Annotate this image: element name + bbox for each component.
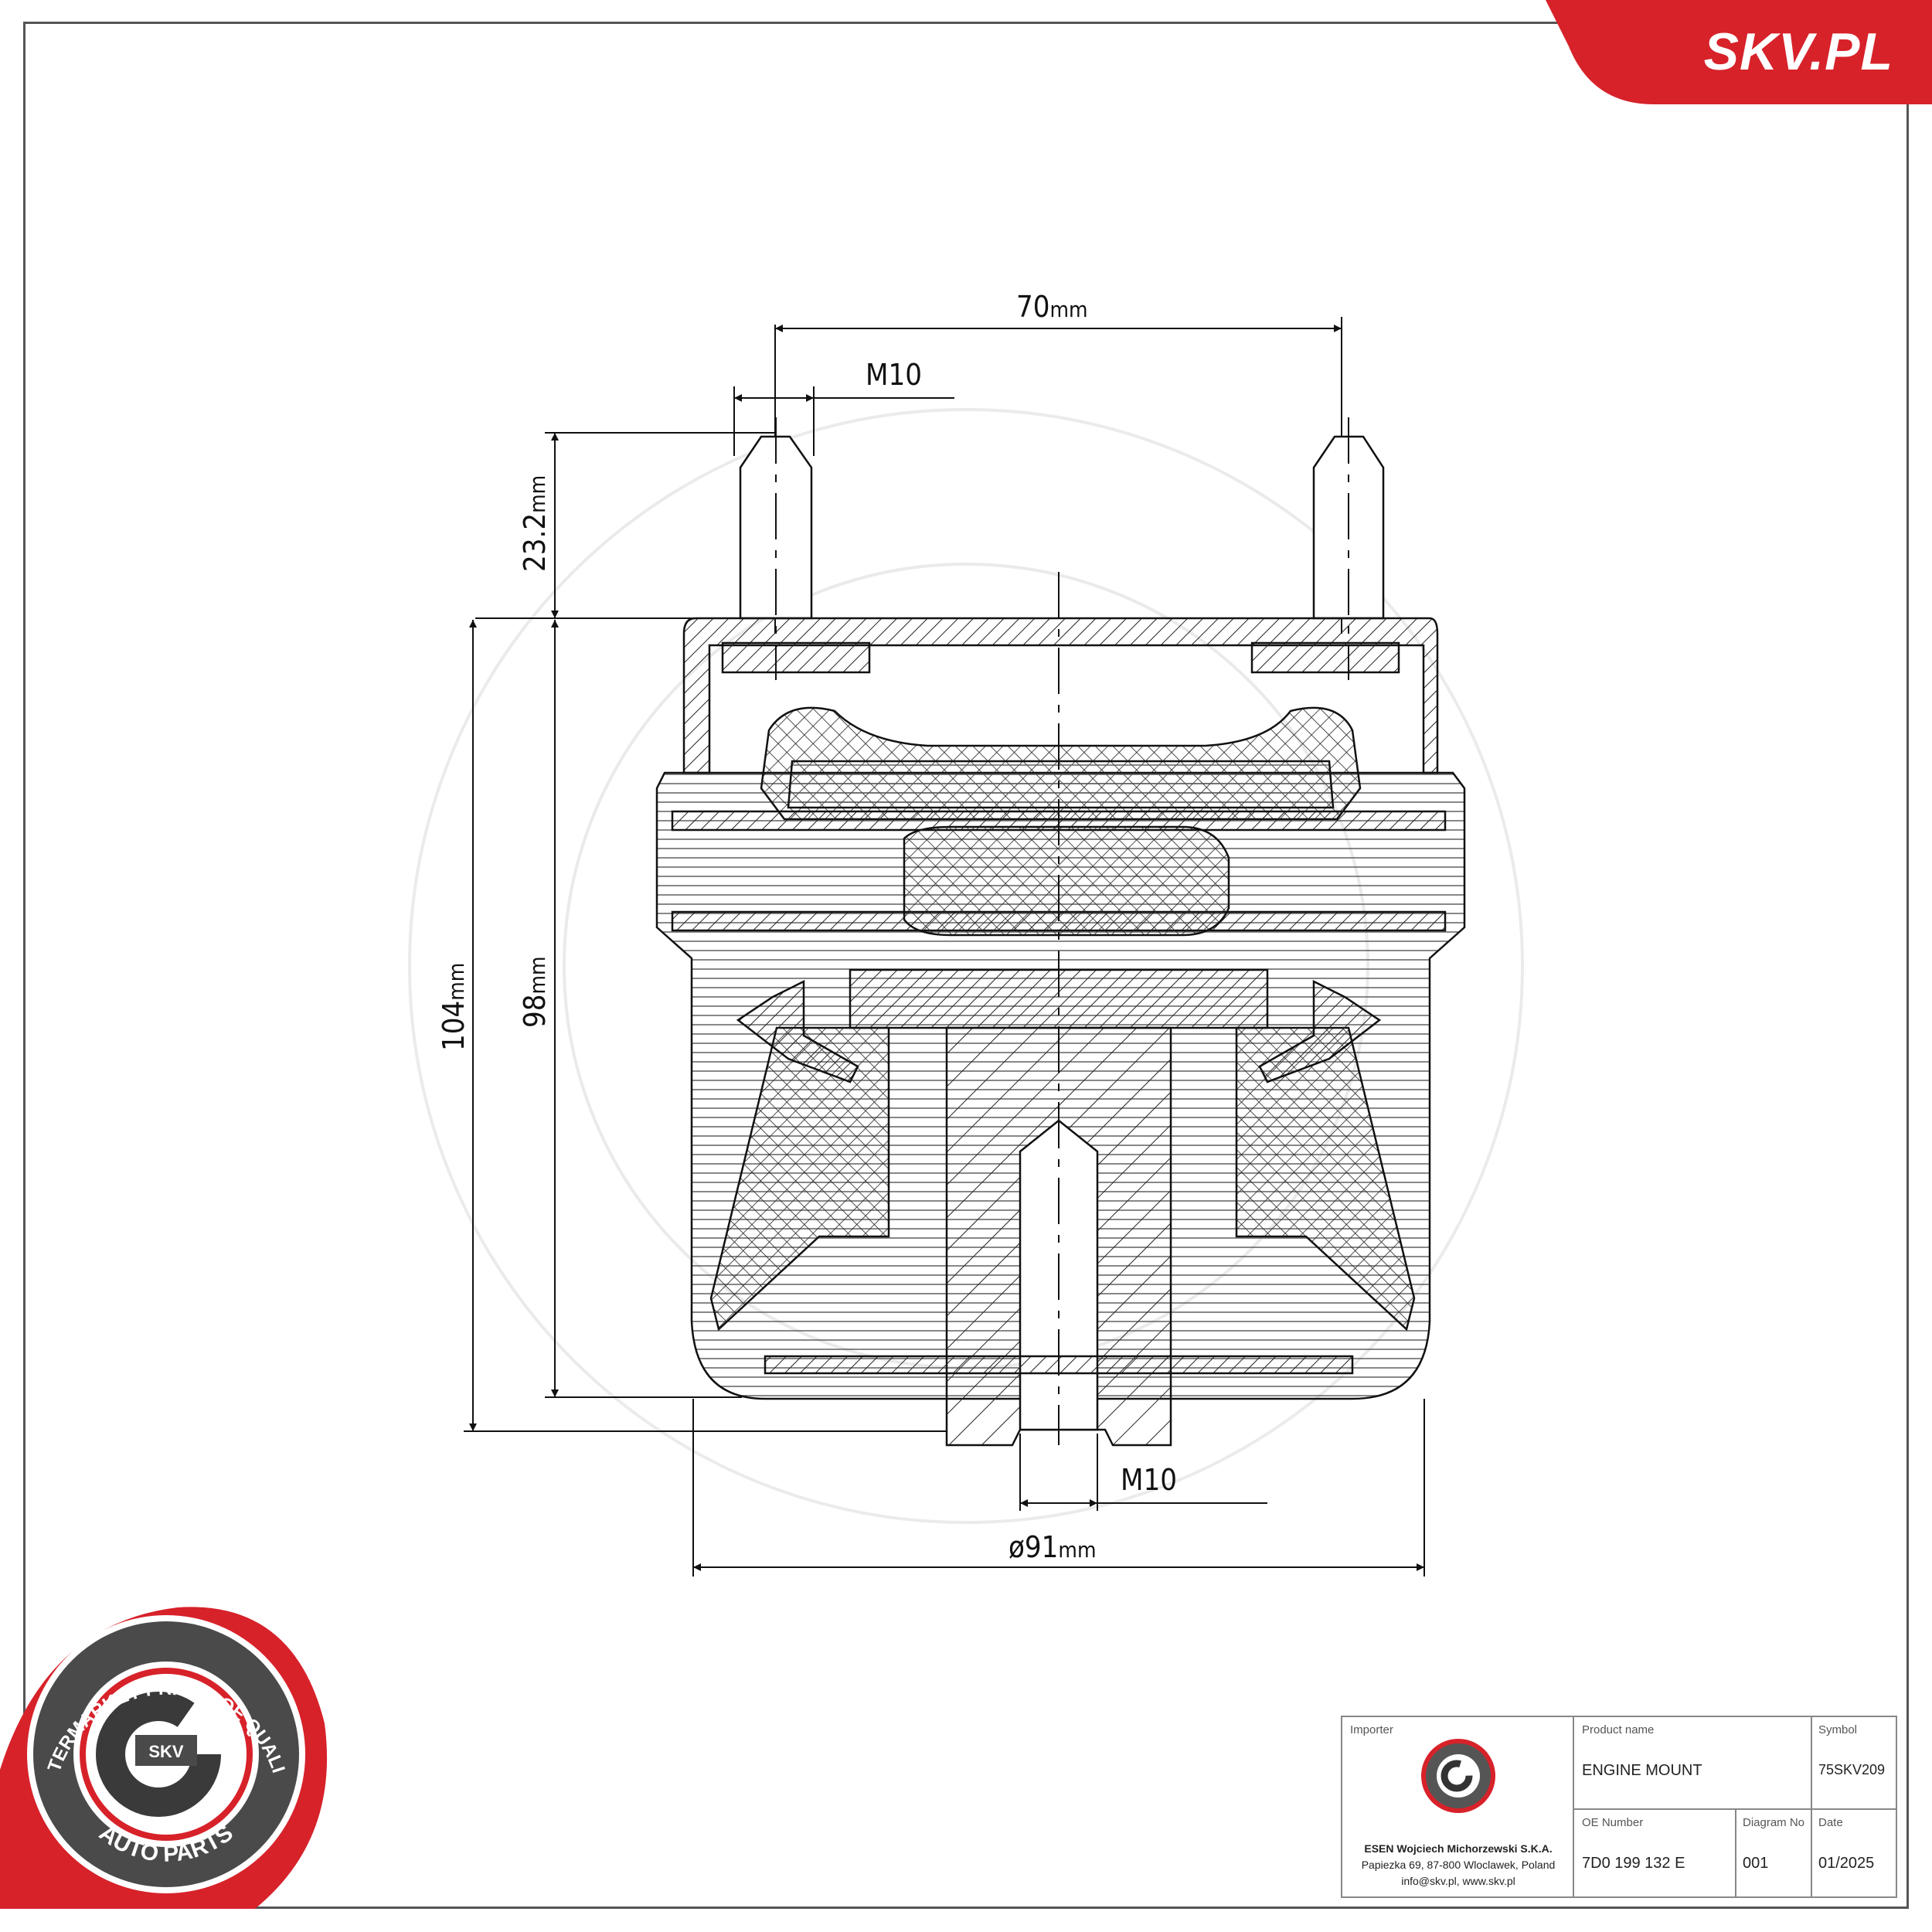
brand-site-name: SKV.PL <box>1703 22 1893 81</box>
date-value: 01/2025 <box>1818 1855 1875 1872</box>
center-lines <box>775 417 1349 1445</box>
importer-name: ESEN Wojciech Michorzewski S.K.A. <box>1364 1842 1553 1855</box>
dim-23-2: 23.2mm <box>518 475 552 572</box>
dim-98: 98mm <box>518 956 552 1028</box>
importer-address: Papiezka 69, 87-800 Wloclawek, Poland <box>1361 1859 1556 1871</box>
diagram-label: Diagram No <box>1743 1816 1805 1829</box>
skv-seal-logo: SKV <box>0 1607 328 1909</box>
seal-top-text: AFTERMARKET PRICE · OE QUALITY <box>0 0 289 1776</box>
importer-cell: Importer ESEN Wojciech Michorzewski S.K.… <box>1342 1717 1574 1896</box>
diagram-cell: Diagram No 001 <box>1736 1810 1812 1896</box>
symbol-label: Symbol <box>1818 1723 1858 1736</box>
importer-logo <box>1421 1739 1495 1813</box>
dim-70: 70mm <box>1016 290 1088 324</box>
engine-mount-section <box>655 435 1466 1447</box>
symbol-value: 75SKV209 <box>1818 1762 1886 1777</box>
product-label: Product name <box>1582 1723 1655 1736</box>
oe-label: OE Number <box>1582 1816 1644 1829</box>
importer-contact: info@skv.pl, www.skv.pl <box>1401 1875 1515 1887</box>
dim-104: 104mm <box>437 963 471 1051</box>
product-value: ENGINE MOUNT <box>1582 1762 1702 1779</box>
oe-cell: OE Number 7D0 199 132 E <box>1574 1810 1736 1896</box>
drawing-frame <box>23 22 1909 1909</box>
product-cell: Product name ENGINE MOUNT <box>1574 1717 1812 1810</box>
symbol-cell: Symbol 75SKV209 <box>1812 1717 1896 1810</box>
brand-badge <box>1546 0 1932 104</box>
svg-text:SKV: SKV <box>148 1742 184 1761</box>
date-cell: Date 01/2025 <box>1812 1810 1896 1896</box>
date-label: Date <box>1818 1816 1843 1829</box>
dim-bottom-m10: M10 <box>1121 1463 1177 1497</box>
title-block: Importer ESEN Wojciech Michorzewski S.K.… <box>1341 1716 1897 1898</box>
dimension-lines <box>464 317 1425 1577</box>
oe-value: 7D0 199 132 E <box>1582 1855 1685 1872</box>
dim-top-m10: M10 <box>866 358 922 392</box>
dim-diameter: ø91mm <box>1009 1530 1097 1564</box>
diagram-value: 001 <box>1743 1855 1769 1872</box>
importer-label: Importer <box>1350 1723 1393 1736</box>
